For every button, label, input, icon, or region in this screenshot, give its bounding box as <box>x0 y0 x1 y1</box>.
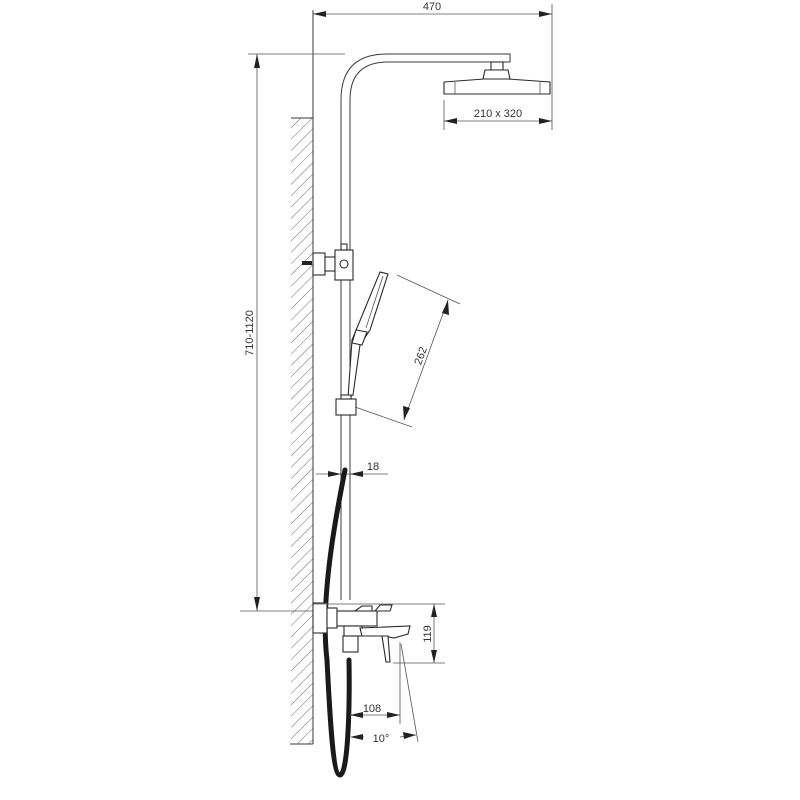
dimension-262: 262 <box>354 274 461 428</box>
dimension-label-262: 262 <box>412 345 430 366</box>
dimension-label-119: 119 <box>422 625 434 643</box>
dimension-10-degrees: 10° <box>350 643 419 745</box>
shower-hose <box>322 467 352 778</box>
dimension-label-470: 470 <box>423 1 441 13</box>
dimension-label-18: 18 <box>367 461 379 473</box>
dimension-470: 470 <box>313 1 553 100</box>
wall <box>290 10 314 745</box>
bath-spout <box>359 625 411 663</box>
dimension-label-210x320: 210 x 320 <box>474 108 522 120</box>
dimension-210x320: 210 x 320 <box>443 100 553 130</box>
hand-shower <box>347 271 389 400</box>
thermostat-mixer <box>312 602 393 653</box>
wall-bracket <box>302 243 354 281</box>
riser-rail <box>340 53 511 600</box>
dimension-label-710-1120: 710-1120 <box>244 310 256 356</box>
dimension-710-1120: 710-1120 <box>240 53 345 612</box>
dimension-108: 108 <box>350 642 401 724</box>
dimension-label-108: 108 <box>363 703 381 715</box>
dimension-18: 18 <box>316 461 388 477</box>
head-shower <box>443 61 551 95</box>
dimension-119: 119 <box>313 603 445 664</box>
dimension-label-10-degrees: 10° <box>373 733 390 745</box>
hand-shower-holder <box>335 394 357 416</box>
